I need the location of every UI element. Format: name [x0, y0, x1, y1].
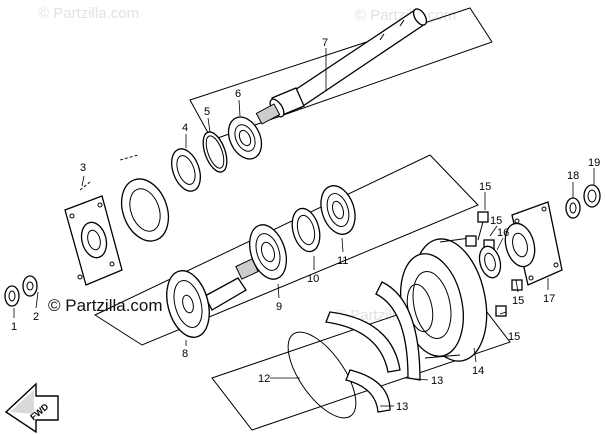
- callout-15: 15: [479, 181, 491, 193]
- end-housing-17: [504, 201, 563, 286]
- washer-18: [565, 197, 581, 219]
- watermark: © Partzilla.com: [355, 7, 456, 24]
- washer-2: [22, 275, 38, 297]
- callout-13: 13: [396, 401, 408, 413]
- bolt-15: [477, 211, 489, 241]
- callout-6: 6: [235, 88, 241, 100]
- o-ring-12: [287, 331, 357, 419]
- watermark: © Partzilla.com: [38, 5, 139, 22]
- callout-14: 14: [472, 365, 484, 377]
- spacer-10: [291, 207, 321, 253]
- bearing-16: [478, 245, 502, 279]
- nut-19: [583, 184, 601, 208]
- group-frame-pinion: [93, 154, 479, 346]
- callout-12: 12: [258, 373, 270, 385]
- shim-13: [325, 311, 401, 373]
- callout-3: 3: [80, 162, 86, 174]
- brand-label: © Partzilla.com: [48, 296, 163, 315]
- bearing-11: [320, 185, 356, 235]
- seal-4: [171, 148, 201, 192]
- snap-ring-5: [202, 131, 228, 173]
- ring-gear-hub-14: [400, 237, 488, 362]
- callout-10: 10: [307, 273, 319, 285]
- callout-1: 1: [11, 321, 17, 333]
- nut-1: [4, 285, 20, 307]
- callout-8: 8: [182, 348, 188, 360]
- callout-15: 15: [512, 295, 524, 307]
- callout-17: 17: [543, 293, 555, 305]
- callout-4: 4: [182, 122, 188, 134]
- forward-direction-icon: FWD: [4, 382, 59, 434]
- callout-9: 9: [276, 301, 282, 313]
- bevel-pinion-8: [166, 258, 259, 338]
- callout-18: 18: [567, 170, 579, 182]
- callout-15: 15: [490, 215, 502, 227]
- callout-5: 5: [204, 106, 210, 118]
- callout-2: 2: [33, 311, 39, 323]
- callout-13: 13: [431, 375, 443, 387]
- callout-19: 19: [588, 157, 600, 169]
- callout-16: 16: [497, 227, 509, 239]
- callout-11: 11: [337, 255, 348, 267]
- bearing-6: [227, 116, 263, 160]
- drive-shaft: [255, 8, 428, 125]
- group-frame-hub: [211, 289, 511, 431]
- callout-7: 7: [322, 37, 328, 49]
- bearing-9: [249, 224, 287, 280]
- bearing-housing-3: [64, 154, 170, 286]
- leader-lines: [13, 48, 595, 407]
- callout-15: 15: [508, 331, 520, 343]
